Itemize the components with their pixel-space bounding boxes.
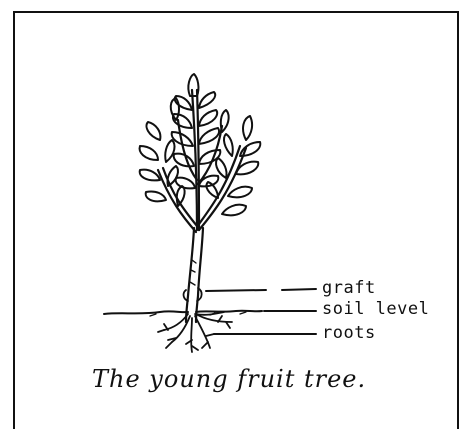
graft-leader-line	[206, 289, 316, 291]
diagram-caption: The young fruit tree.	[92, 365, 366, 393]
graft-label: graft	[322, 278, 376, 298]
soil-line	[104, 311, 262, 314]
roots-label: roots	[322, 323, 376, 343]
tree-trunk	[186, 228, 203, 322]
soil-level-label: soil level	[322, 299, 429, 319]
tree-roots	[158, 312, 232, 352]
